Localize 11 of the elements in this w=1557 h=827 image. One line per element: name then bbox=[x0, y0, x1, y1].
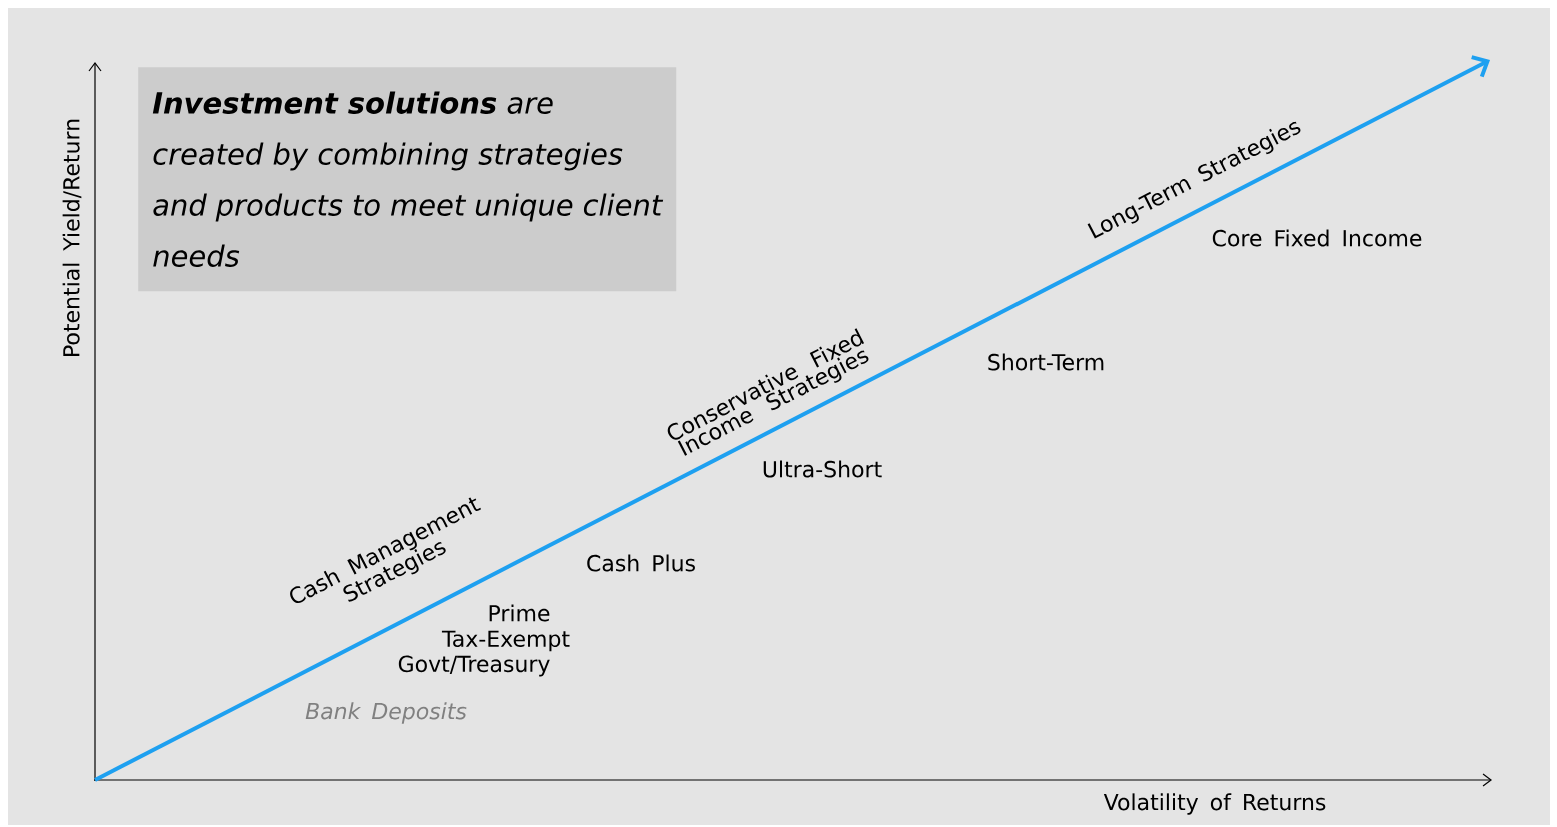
product-label: Prime bbox=[489, 604, 550, 622]
callout-box: Investment solutions are created by combining strategies and products to meet unique client needs bbox=[138, 67, 677, 292]
axis-title: Potential Yield/Return bbox=[62, 119, 82, 356]
product-label: Tax-Exempt bbox=[441, 630, 570, 652]
axis-title: Volatility of Returns bbox=[1103, 793, 1326, 815]
product-label: Bank Deposits bbox=[305, 702, 467, 724]
product-label: Short-Term bbox=[988, 353, 1104, 371]
product-label: Ultra-Short bbox=[763, 460, 882, 478]
product-label: Cash Plus bbox=[587, 554, 695, 572]
product-label: Core Fixed Income bbox=[1212, 229, 1422, 247]
product-label: Govt/Treasury bbox=[398, 655, 550, 677]
